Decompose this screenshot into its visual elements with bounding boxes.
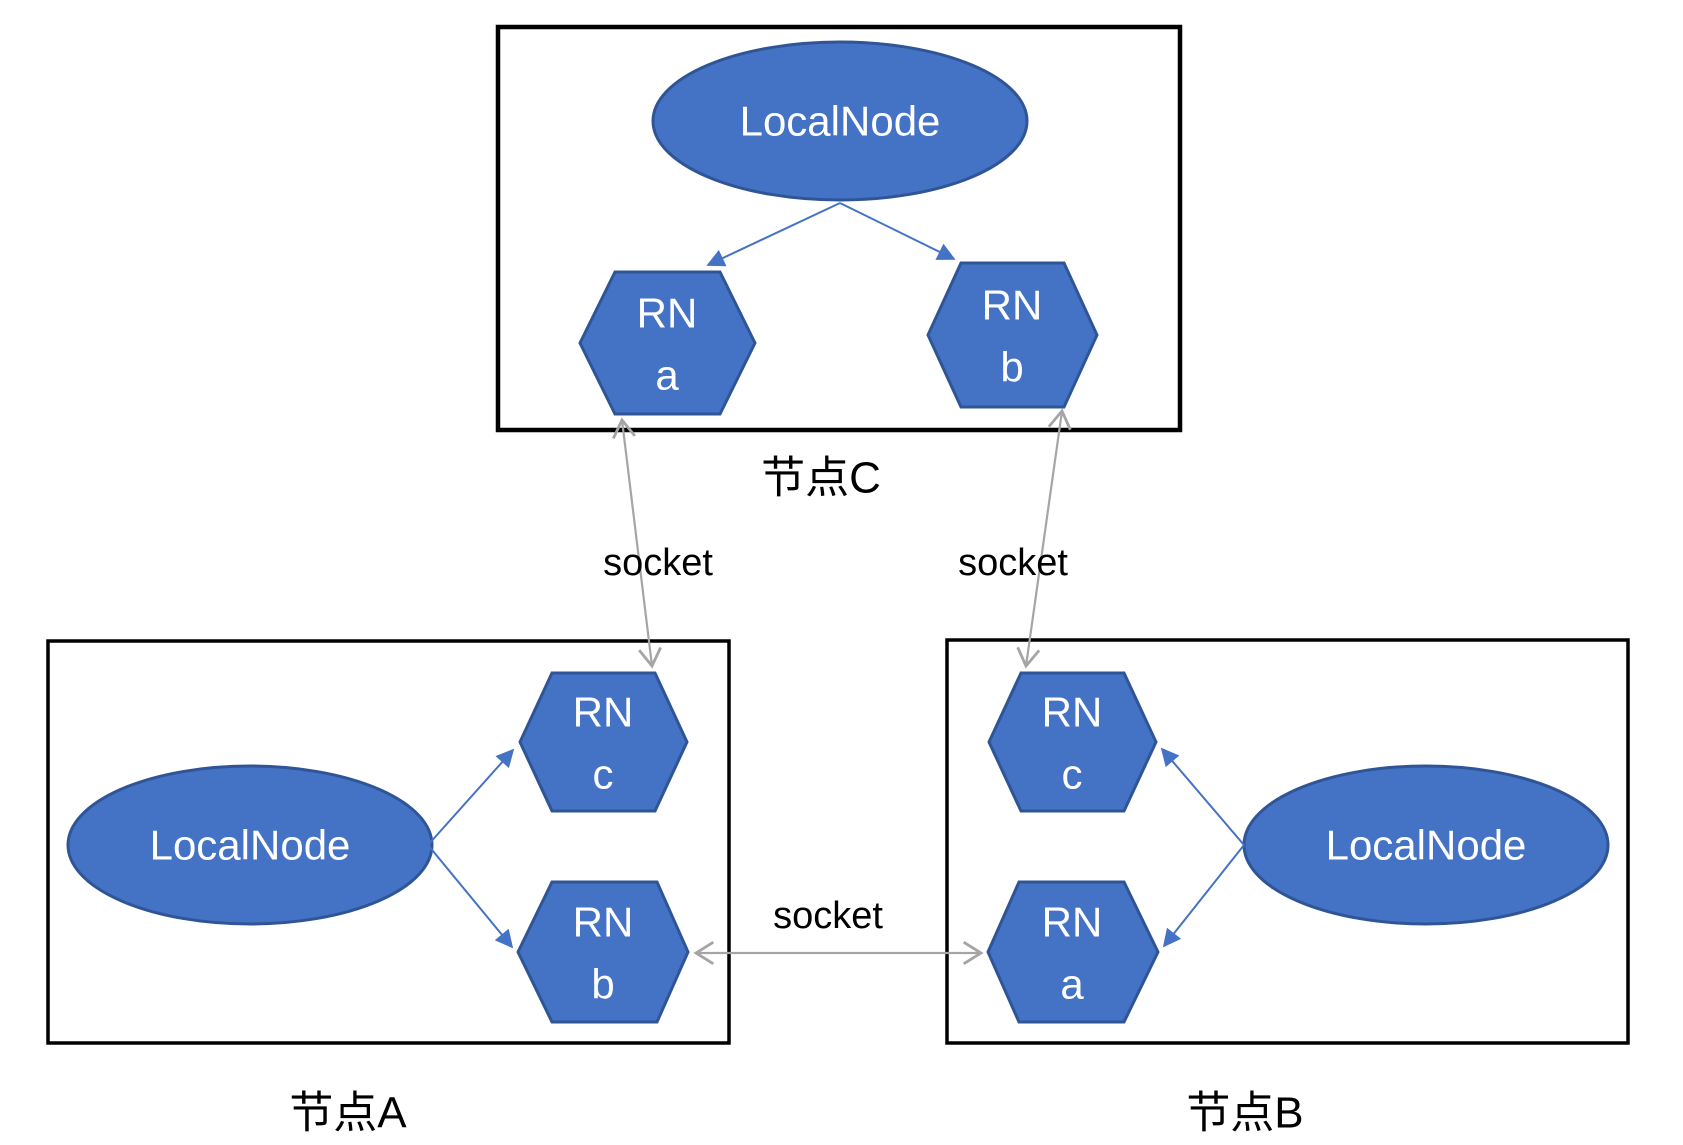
socket-connections: socket socket socket <box>603 408 1072 966</box>
node-c-rn-b-label-line1: RN <box>982 282 1043 329</box>
node-b-rn-a-hexagon <box>986 880 1160 1024</box>
node-b-rn-c-label-line1: RN <box>1042 689 1103 736</box>
node-b-localnode-label: LocalNode <box>1326 822 1527 869</box>
node-b-rn-a-label-line2: a <box>1060 961 1084 1008</box>
node-a-localnode-ellipse <box>66 764 434 926</box>
node-c-arrow-to-rn-b <box>839 202 956 260</box>
node-b-rn-a-label-line1: RN <box>1042 899 1103 946</box>
node-c-rn-a-label-line1: RN <box>637 290 698 337</box>
node-c-localnode-label: LocalNode <box>740 98 941 145</box>
socket-label-c-a: socket <box>603 542 713 584</box>
node-c-label: 节点C <box>761 454 881 503</box>
socket-label-c-b: socket <box>958 542 1068 584</box>
socket-label-a-b: socket <box>773 895 883 937</box>
node-c-rn-a-hexagon <box>578 270 757 416</box>
node-a-rn-c-label-line1: RN <box>573 689 634 736</box>
node-a-box <box>46 639 731 1045</box>
node-a-arrow-to-rn-c <box>427 748 515 846</box>
node-a-localnode-label: LocalNode <box>150 822 351 869</box>
node-b-rn-c-hexagon <box>987 671 1158 813</box>
node-b-rn-c-label-line2: c <box>1062 751 1083 798</box>
node-a-rn-b-label-line2: b <box>591 961 614 1008</box>
node-a-rn-c-hexagon <box>518 671 689 813</box>
socket-connection-c-b <box>1016 408 1072 669</box>
node-a-rn-c-label-line2: c <box>593 751 614 798</box>
node-a-arrow-to-rn-b <box>427 844 514 949</box>
node-a-group: LocalNode RN c RN b 节点A <box>46 639 731 1138</box>
node-b-group: LocalNode RN c RN a 节点B <box>945 638 1630 1138</box>
node-c-localnode-ellipse <box>651 40 1029 202</box>
node-c-rn-b-hexagon <box>926 261 1099 409</box>
node-a-rn-b-label-line1: RN <box>573 899 634 946</box>
socket-connection-c-a <box>612 417 662 669</box>
node-c-arrow-to-rn-a <box>706 202 841 267</box>
node-b-arrow-to-rn-c <box>1160 747 1245 846</box>
node-a-label: 节点A <box>289 1089 407 1138</box>
node-a-rn-b-hexagon <box>516 880 690 1024</box>
node-b-label: 节点B <box>1186 1089 1303 1138</box>
node-b-arrow-to-rn-a <box>1162 844 1245 948</box>
node-c-rn-a-label-line2: a <box>655 352 679 399</box>
node-c-box <box>495 24 1183 433</box>
node-c-group: LocalNode RN a RN b 节点C <box>495 24 1183 503</box>
node-b-box <box>945 638 1630 1045</box>
node-c-rn-b-label-line2: b <box>1000 344 1023 391</box>
